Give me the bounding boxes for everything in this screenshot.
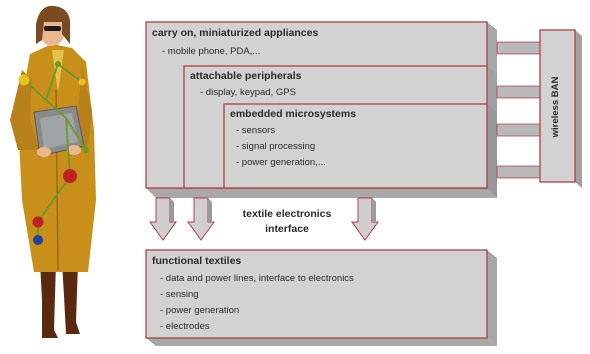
box-embedded-item: - sensors <box>236 125 276 136</box>
down-arrow-icon <box>149 197 177 241</box>
box-attachable-item: - display, keypad, GPS <box>200 87 296 98</box>
red-sensor-node-icon <box>63 169 77 183</box>
box-carry-on-title: carry on, miniaturized appliances <box>152 27 319 39</box>
yellow-sensor-node-icon <box>18 74 30 86</box>
box-functional-textiles <box>145 249 497 346</box>
box-functional-textiles-item: - data and power lines, interface to ele… <box>160 273 354 284</box>
box-functional-textiles-title: functional textiles <box>152 255 242 267</box>
ban-connectors <box>496 41 547 179</box>
box-functional-textiles-item: - sensing <box>160 289 199 300</box>
box-functional-textiles-item: - power generation <box>160 305 240 316</box>
box-embedded <box>223 103 497 198</box>
down-arrow-icon <box>187 197 215 241</box>
interface-label-line1: textile electronics <box>242 208 332 220</box>
interface-arrows <box>149 197 379 241</box>
down-arrow-icon <box>351 197 379 241</box>
box-attachable-title: attachable peripherals <box>190 70 302 82</box>
blue-sensor-node-icon <box>33 235 43 245</box>
box-embedded-item: - power generation,... <box>236 157 326 168</box>
interface-label-line2: interface <box>265 223 309 235</box>
wireless-ban-bar <box>539 29 582 188</box>
box-embedded-item: - signal processing <box>236 141 316 152</box>
wireless-ban-label: wireless BAN <box>550 76 561 138</box>
box-carry-on-item: - mobile phone, PDA,... <box>162 46 261 57</box>
box-embedded-title: embedded microsystems <box>230 108 357 120</box>
box-functional-textiles-item: - electrodes <box>160 321 210 332</box>
person-figure <box>10 5 96 338</box>
